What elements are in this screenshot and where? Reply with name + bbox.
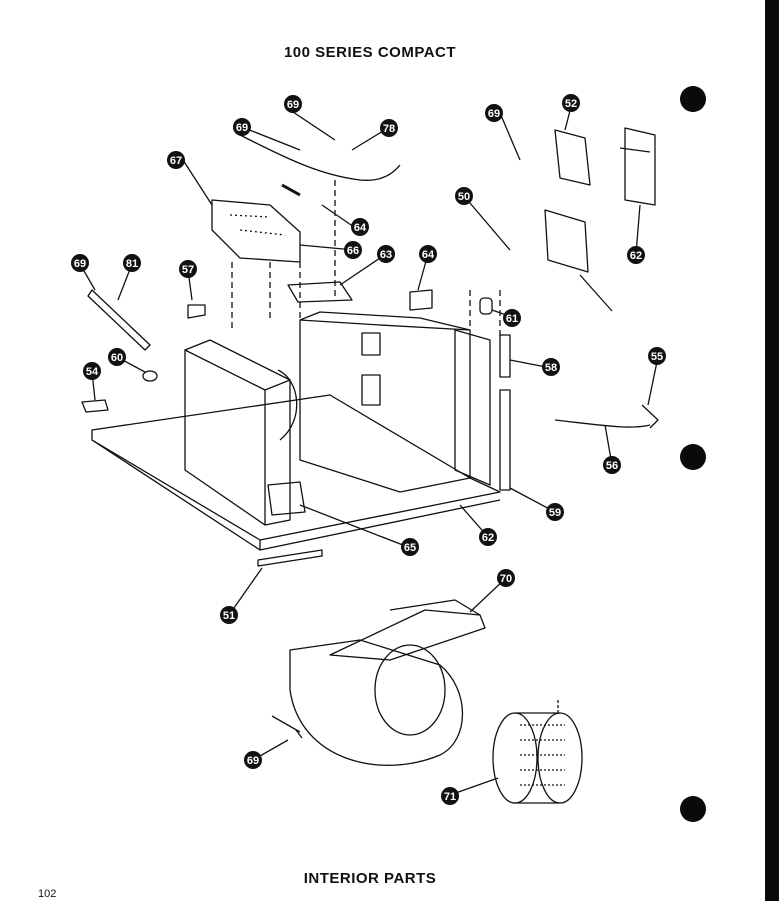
center-bulkhead	[299, 319, 471, 493]
callout-label: 50	[458, 191, 470, 203]
callout-label: 59	[549, 507, 561, 519]
control-plate-53	[544, 209, 589, 273]
page-title: 100 SERIES COMPACT	[283, 44, 457, 61]
callout-label: 51	[223, 610, 235, 622]
cover-62	[624, 127, 656, 206]
callout-label: 69	[287, 99, 299, 111]
callout-label: 64	[422, 249, 435, 261]
page-number: 102	[38, 888, 57, 900]
callout-label: 61	[506, 313, 518, 325]
callout-label: 54	[86, 366, 99, 378]
callout-label: 81	[126, 258, 138, 270]
callout-label: 71	[444, 791, 456, 803]
right-side-panel	[454, 329, 491, 486]
blower-scroll	[289, 639, 464, 766]
callout-label: 67	[170, 155, 182, 167]
control-bracket-52	[554, 129, 591, 186]
callout-markers: 69 78 69 69 52 67 64 50 66 63 64 62 69 8…	[71, 94, 666, 805]
top-panel	[211, 199, 301, 263]
callout-label: 52	[565, 98, 577, 110]
callout-label: 69	[488, 108, 500, 120]
wire-harness	[239, 134, 401, 181]
callout-label: 62	[482, 532, 494, 544]
callout-label: 62	[630, 250, 642, 262]
bracket-81	[87, 289, 151, 351]
binding-hole-bottom	[680, 796, 706, 822]
callout-label: 56	[606, 460, 618, 472]
callout-label: 64	[354, 222, 367, 234]
callout-label: 65	[404, 542, 416, 554]
binding-hole-middle	[680, 444, 706, 470]
callout-label: 66	[347, 245, 359, 257]
base-pan	[91, 394, 501, 541]
callout-label: 70	[500, 573, 512, 585]
callout-label: 69	[74, 258, 86, 270]
callout-label: 78	[383, 123, 395, 135]
footer-title: INTERIOR PARTS	[303, 870, 437, 887]
callout-label: 60	[111, 352, 123, 364]
blower-wheel	[492, 712, 583, 804]
binding-hole-top	[680, 86, 706, 112]
callout-label: 63	[380, 249, 392, 261]
callout-label: 69	[247, 755, 259, 767]
left-side-panel	[184, 349, 266, 526]
callout-label: 55	[651, 351, 663, 363]
callout-label: 57	[182, 264, 194, 276]
callout-label: 58	[545, 362, 557, 374]
callout-label: 69	[236, 122, 248, 134]
binding-edge-bar	[765, 0, 779, 901]
